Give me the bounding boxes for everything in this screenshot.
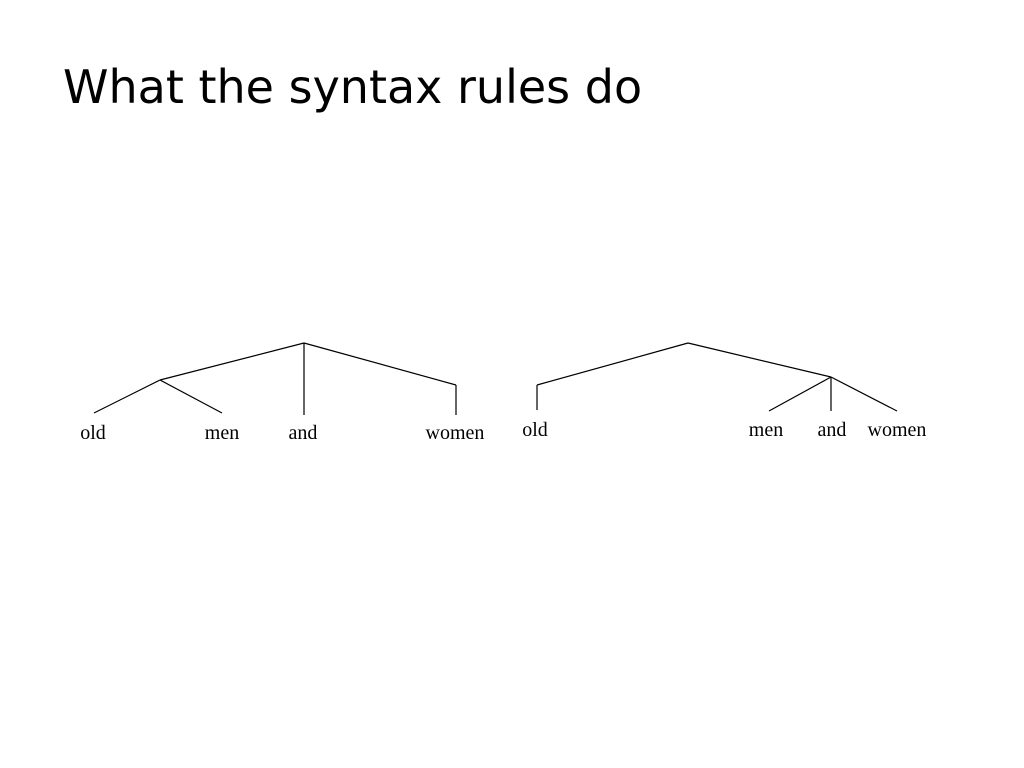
parse-tree-left: old men and women — [80, 342, 485, 444]
branch — [536, 342, 689, 386]
branch — [93, 379, 161, 414]
word-men: men — [205, 422, 239, 444]
word-women: women — [426, 422, 485, 444]
branch — [159, 342, 305, 381]
branch — [159, 379, 223, 414]
word-and: and — [818, 419, 847, 441]
parse-tree-right: old men and women — [522, 342, 927, 441]
word-old: old — [80, 422, 106, 444]
word-and: and — [289, 422, 318, 444]
word-men: men — [749, 419, 783, 441]
slide-title: What the syntax rules do — [63, 60, 643, 114]
word-old: old — [522, 419, 548, 441]
branch — [830, 376, 898, 412]
branch — [768, 376, 832, 412]
word-women: women — [868, 419, 927, 441]
branch — [303, 342, 457, 386]
branch — [687, 342, 832, 378]
